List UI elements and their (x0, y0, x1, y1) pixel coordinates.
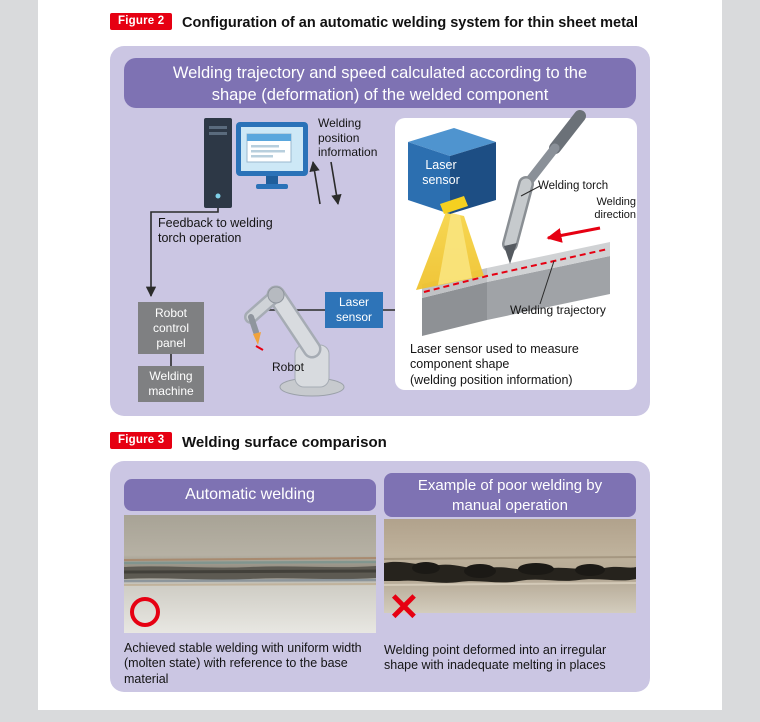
robot-label: Robot (271, 360, 305, 374)
figure2-badge: Figure 2 (110, 13, 173, 30)
welding-direction-label: Welding direction (594, 196, 636, 222)
trajectory-pointer-line (539, 260, 555, 305)
computer-icon (204, 118, 308, 208)
poor-welding-header: Example of poor welding by manual operat… (384, 473, 636, 517)
figure2-banner: Welding trajectory and speed calculated … (124, 58, 636, 108)
feedback-arrow (145, 208, 219, 298)
figure3-badge: Figure 3 (110, 432, 173, 449)
weld-photo-good-image (124, 515, 376, 633)
measure-caption: Laser sensor used to measure component s… (410, 342, 579, 387)
bad-weld-caption: Welding point deformed into an irregular… (384, 643, 607, 673)
info-flow-arrows-icon (309, 160, 342, 206)
figure3-title: Welding surface comparison (182, 434, 387, 451)
welding-trajectory-label: Welding trajectory (510, 303, 606, 317)
figure2-panel: Welding trajectory and speed calculated … (110, 46, 650, 416)
welding-machine-box: Welding machine (138, 366, 204, 402)
weld-photo-bad (384, 519, 636, 613)
metal-sheet-icon (422, 242, 610, 336)
welding-trajectory-line (423, 248, 609, 293)
laser-sensor-3d-icon (408, 128, 496, 214)
measurement-scene (408, 110, 610, 336)
robot-arm-icon (244, 285, 345, 397)
figure2-title: Configuration of an automatic welding sy… (182, 15, 638, 31)
feedback-label: Feedback to welding torch operation (158, 216, 273, 246)
welding-position-info-label: Welding position information (318, 116, 378, 160)
welding-torch-icon (502, 110, 586, 264)
weld-photo-good (124, 515, 376, 633)
good-weld-caption: Achieved stable welding with uniform wid… (124, 641, 362, 686)
weld-photo-bad-image (384, 519, 636, 613)
figure3-panel: Automatic welding Example of poor weldin… (110, 461, 650, 692)
bad-mark-icon: ✕ (388, 587, 420, 629)
torch-pointer-line (520, 185, 541, 197)
automatic-welding-header: Automatic welding (124, 479, 376, 511)
page: Figure 2 Configuration of an automatic w… (38, 0, 722, 710)
robot-control-panel-box: Robot control panel (138, 302, 204, 354)
good-mark-icon (130, 597, 160, 627)
laser-sensor-device-label: Laser sensor (422, 158, 460, 188)
laser-sensor-node-box: Laser sensor (325, 292, 383, 328)
welding-torch-label: Welding torch (538, 180, 609, 192)
laser-beam-icon (416, 212, 484, 290)
welding-direction-arrow (546, 226, 601, 243)
